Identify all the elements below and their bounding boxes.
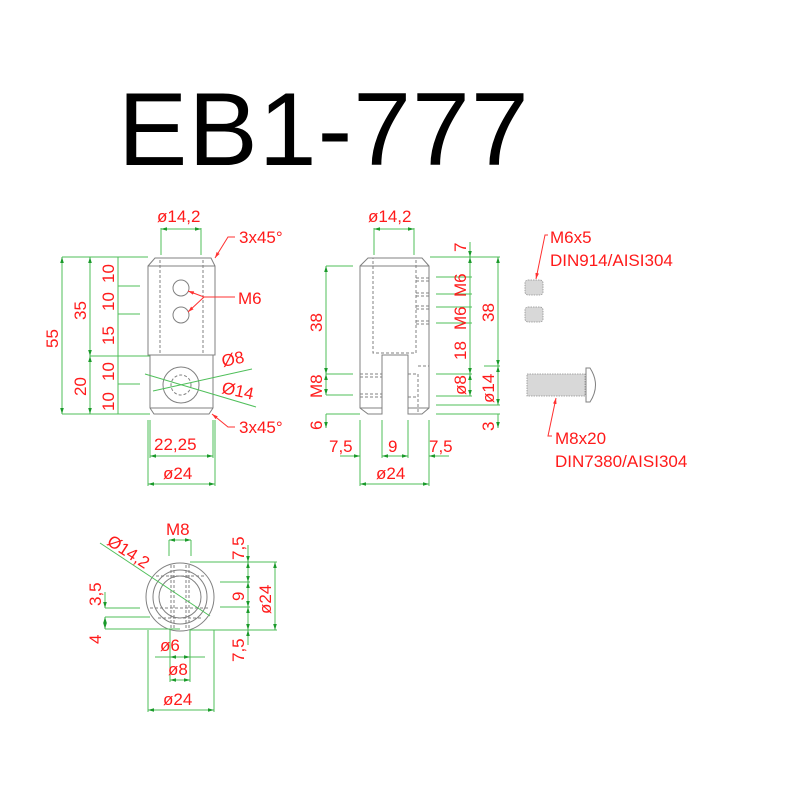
- side-outer-diameter-label: ø24: [376, 464, 405, 483]
- front-bottom-chamfer-label: 3x45°: [239, 418, 283, 437]
- side-right-thread-1-label: M6: [451, 273, 470, 297]
- side-right-mid-label: 18: [451, 341, 470, 360]
- front-segment-2-label: 10: [99, 292, 118, 311]
- front-view-dimensions: [60, 227, 257, 486]
- front-segment-3-label: 15: [99, 326, 118, 345]
- top-hole-medium-label: ø8: [168, 660, 188, 679]
- front-flat-width-label: 22,25: [154, 435, 197, 454]
- side-bottom-slot-label: 9: [388, 437, 397, 456]
- drawing-title: EB1-777: [118, 72, 530, 188]
- front-view-leaders: [187, 236, 235, 428]
- top-outer-diameter-label: ø24: [163, 690, 192, 709]
- side-view: ø14,2 38 M8 6 7 M6 M6 18 ø8 38 ø14 3 7,5…: [307, 207, 500, 486]
- set-screw-name-label: M6x5: [550, 228, 592, 247]
- top-view-body: [145, 562, 215, 632]
- front-outer-diameter-label: ø24: [163, 464, 192, 483]
- front-counterbore-label: Ø14: [220, 378, 255, 403]
- button-screw-standard-label: DIN7380/AISI304: [555, 452, 687, 471]
- front-hole-diameter-label: Ø8: [220, 348, 246, 371]
- front-segment-4-label: 10: [99, 362, 118, 381]
- top-thread-label: M8: [166, 520, 190, 539]
- top-right-outer-label: ø24: [256, 585, 275, 614]
- top-left-upper-label: 3,5: [86, 582, 105, 606]
- side-right-hole-label: ø8: [451, 375, 470, 395]
- front-total-height-label: 55: [43, 329, 62, 348]
- top-right-mid-label: 9: [229, 592, 248, 601]
- front-segment-5-label: 10: [99, 392, 118, 411]
- button-screw-head-icon: [585, 367, 596, 403]
- front-lower-height-label: 20: [71, 377, 90, 396]
- front-view: ø14,2 3x45° M6 Ø8 Ø14 3x45° 22,25 ø24 55…: [43, 207, 283, 486]
- front-view-body: [147, 257, 216, 415]
- side-left-thread-label: M8: [307, 374, 326, 398]
- front-top-diameter-label: ø14,2: [157, 207, 200, 226]
- side-right-bottom-label: 3: [479, 422, 498, 431]
- side-right-thread-2-label: M6: [451, 306, 470, 330]
- front-segment-1-label: 10: [99, 264, 118, 283]
- hardware-set-screws: M6x5 DIN914/AISI304: [524, 228, 673, 323]
- top-left-lower-label: 4: [86, 635, 105, 644]
- set-screw-1-icon: [524, 279, 544, 296]
- side-right-total-label: 38: [479, 303, 498, 322]
- side-top-diameter-label: ø14,2: [368, 207, 411, 226]
- front-top-chamfer-label: 3x45°: [239, 228, 283, 247]
- front-thread-label: M6: [238, 289, 262, 308]
- side-left-bottom-label: 6: [307, 421, 326, 430]
- front-upper-height-label: 35: [71, 301, 90, 320]
- top-view: M8 Ø14,2 3,5 4 7,5 9 7,5 ø24 ø6 ø8 ø24: [86, 520, 277, 712]
- side-right-top-label: 7: [451, 243, 470, 252]
- hardware-button-screw: M8x20 DIN7380/AISI304: [526, 367, 687, 471]
- side-view-body: [359, 257, 430, 415]
- set-screw-standard-label: DIN914/AISI304: [550, 251, 673, 270]
- top-hole-small-label: ø6: [160, 636, 180, 655]
- button-screw-name-label: M8x20: [555, 429, 606, 448]
- side-bottom-left-label: 7,5: [329, 437, 353, 456]
- set-screw-2-icon: [524, 306, 544, 323]
- top-right-bottom-label: 7,5: [229, 638, 248, 662]
- top-bore-diameter-label: Ø14,2: [104, 531, 153, 572]
- side-left-height-label: 38: [307, 313, 326, 332]
- side-bottom-right-label: 7,5: [429, 437, 453, 456]
- button-screw-thread-icon: [526, 373, 586, 397]
- side-right-counterbore-label: ø14: [479, 374, 498, 403]
- top-view-dimensions: [99, 538, 277, 712]
- top-right-top-label: 7,5: [229, 536, 248, 560]
- side-view-dimensions: [324, 227, 500, 486]
